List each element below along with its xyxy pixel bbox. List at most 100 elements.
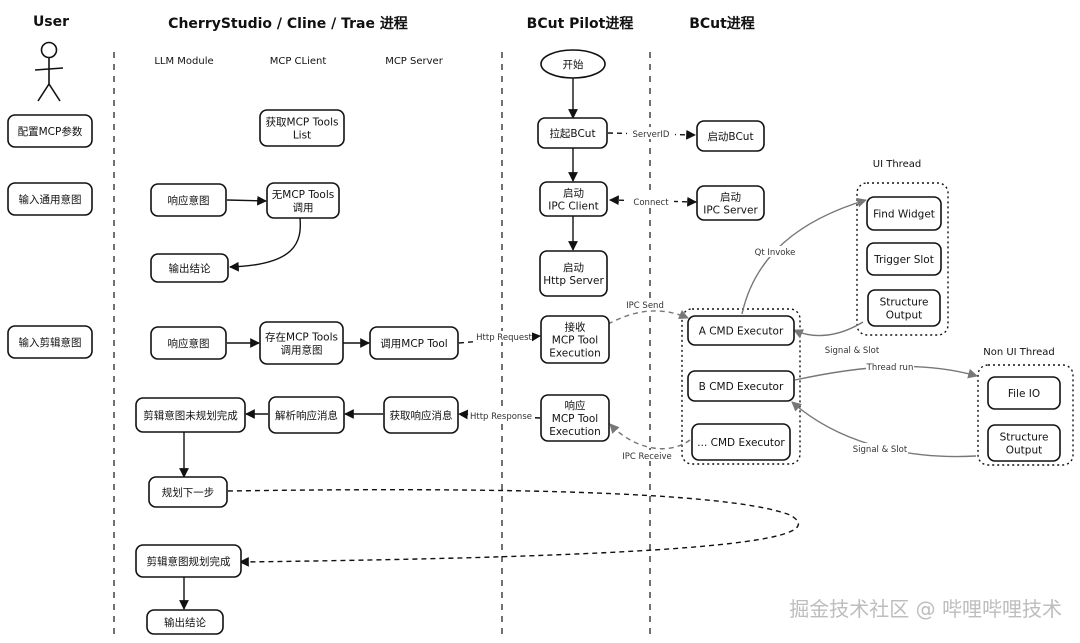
non-ui-thread-group: [977, 364, 1074, 466]
node-label: 剪辑意图规划完成: [147, 555, 231, 568]
node-label: IPC Client: [548, 201, 599, 213]
node-label: 解析响应消息: [275, 409, 338, 422]
node-input-general: 输入通用意图: [7, 182, 93, 216]
node-label: 输入通用意图: [19, 193, 82, 206]
svg-text:ServerID: ServerID: [633, 130, 670, 140]
node-label: 获取响应消息: [390, 409, 453, 422]
node-label: 输出结论: [164, 616, 206, 629]
svg-text:Signal & Slot: Signal & Slot: [825, 346, 880, 356]
header-user: User: [33, 14, 69, 30]
node-resp-intent1: 响应意图: [150, 183, 227, 217]
label-thread-run: Thread run: [866, 361, 914, 373]
header-pilot-process: BCut Pilot进程: [527, 16, 634, 32]
svg-text:Qt Invoke: Qt Invoke: [755, 248, 796, 258]
node-label: Execution: [549, 348, 601, 360]
node-edit-done: 剪辑意图规划完成: [135, 544, 242, 578]
node-label: Output: [1006, 445, 1042, 457]
node-label: 调用意图: [281, 344, 323, 357]
edge-signal-slot-ui: [793, 321, 864, 339]
node-label: 响应: [565, 399, 586, 412]
node-label: IPC Server: [703, 205, 758, 217]
svg-text:Http Request: Http Request: [476, 333, 532, 343]
edge-ipc-send: [607, 310, 689, 325]
node-find-widget: Find Widget: [866, 196, 942, 231]
node-label: 开始: [563, 58, 584, 71]
node-label: Structure: [880, 297, 929, 309]
node-resp-intent2: 响应意图: [150, 326, 227, 360]
node-trigger-slot: Trigger Slot: [866, 242, 942, 276]
subheader-llm-module: LLM Module: [154, 56, 213, 67]
node-label: 拉起BCut: [549, 127, 595, 140]
label-signal-slot-non-ui: Signal & Slot: [852, 443, 908, 455]
node-start: 开始: [540, 49, 606, 79]
node-edit-not-done: 剪辑意图未规划完成: [135, 397, 246, 433]
node-label: 输出结论: [169, 262, 211, 275]
cmd-executor-group: [681, 308, 801, 465]
label-http-request: Http Request: [476, 331, 533, 343]
node-parse-resp: 解析响应消息: [268, 396, 345, 434]
ui-thread-group: [856, 182, 949, 336]
header-bcut-process: BCut进程: [689, 16, 755, 32]
node-label: Trigger Slot: [873, 254, 934, 266]
svg-text:IPC Send: IPC Send: [626, 301, 664, 311]
node-get-resp: 获取响应消息: [383, 396, 459, 434]
node-label: Structure: [1000, 432, 1049, 444]
edge-resp-intent-to-no-tools: [226, 195, 267, 206]
node-label: 配置MCP参数: [18, 125, 83, 138]
label-connect: Connect: [628, 195, 674, 208]
header-client-process: CherryStudio / Cline / Trae 进程: [168, 16, 408, 32]
node-label: Find Widget: [873, 209, 935, 221]
node-label: 接收: [565, 321, 586, 334]
node-label: 无MCP Tools: [272, 189, 334, 201]
label-server-id: ServerID: [627, 127, 675, 140]
edge-qt-invoke: [741, 197, 867, 315]
edge-no-tools-to-output: [229, 217, 302, 272]
node-etc-cmd: ... CMD Executor: [691, 423, 791, 461]
node-label: Execution: [549, 426, 601, 438]
subheader-ui-thread: UI Thread: [873, 159, 921, 170]
node-label: 规划下一步: [162, 486, 215, 499]
label-http-response: Http Response: [470, 410, 532, 422]
node-label: 启动: [720, 191, 741, 204]
edge-server-id: [607, 129, 696, 140]
node-output2: 输出结论: [146, 609, 224, 635]
subheader-non-ui-thread: Non UI Thread: [983, 347, 1055, 358]
node-label: File IO: [1008, 388, 1040, 400]
node-label: 响应意图: [168, 337, 210, 350]
node-label: List: [293, 130, 311, 142]
node-label: 存在MCP Tools: [265, 331, 338, 344]
label-ipc-send: IPC Send: [625, 299, 665, 311]
node-label: 启动: [563, 261, 584, 274]
node-plan-next: 规划下一步: [148, 476, 228, 508]
label-signal-slot-ui: Signal & Slot: [824, 344, 880, 356]
node-file-io: File IO: [987, 376, 1061, 410]
node-label: A CMD Executor: [699, 326, 784, 338]
svg-text:Signal & Slot: Signal & Slot: [853, 445, 908, 455]
node-b-cmd: B CMD Executor: [687, 370, 795, 402]
svg-text:IPC Receive: IPC Receive: [622, 452, 672, 462]
user-actor-icon: [34, 41, 64, 102]
subheader-mcp-server: MCP Server: [385, 56, 444, 67]
watermark: 掘金技术社区 @ 哔哩哔哩技术: [789, 597, 1062, 621]
node-label: 调用: [293, 202, 314, 214]
node-label: 响应意图: [168, 194, 210, 207]
node-label: 启动BCut: [707, 130, 753, 143]
node-launch-bcut: 拉起BCut: [537, 117, 608, 149]
node-a-cmd: A CMD Executor: [687, 315, 795, 346]
label-ipc-receive: IPC Receive: [621, 450, 673, 462]
node-label: 调用MCP Tool: [380, 338, 447, 350]
edge-plan-loop: [227, 488, 799, 567]
svg-text:Thread run: Thread run: [866, 363, 914, 373]
node-call-tool: 调用MCP Tool: [369, 326, 459, 360]
svg-text:Http Response: Http Response: [470, 412, 532, 422]
node-label: Output: [886, 310, 922, 322]
subheader-mcp-client: MCP CLient: [270, 56, 327, 67]
